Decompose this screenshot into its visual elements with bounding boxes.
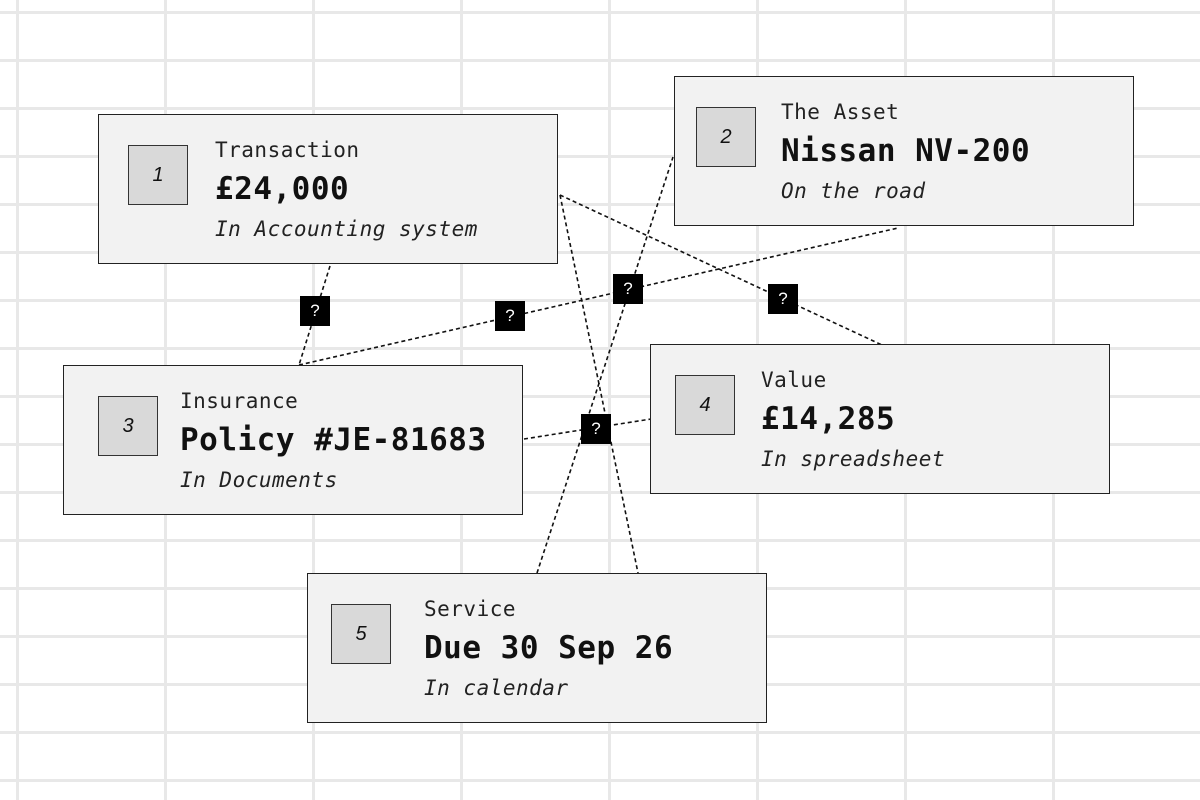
card-asset[interactable]: 2 The Asset Nissan NV-200 On the road — [674, 76, 1134, 226]
card-source: In calendar — [424, 676, 569, 700]
card-value: £14,285 — [761, 401, 896, 437]
card-source: In Documents — [180, 468, 338, 492]
card-label: The Asset — [781, 100, 900, 124]
connector-badge-3-4[interactable]: ? — [581, 414, 611, 444]
card-label: Value — [761, 368, 827, 392]
card-number-badge: 5 — [331, 604, 391, 664]
card-label: Insurance — [180, 389, 299, 413]
card-label: Transaction — [215, 138, 360, 162]
card-source: On the road — [781, 179, 926, 203]
connector-badge-1-3[interactable]: ? — [300, 296, 330, 326]
card-number-badge: 4 — [675, 375, 735, 435]
card-value[interactable]: 4 Value £14,285 In spreadsheet — [650, 344, 1110, 494]
card-number-badge: 1 — [128, 145, 188, 205]
connector-badge-3-2[interactable]: ? — [495, 301, 525, 331]
card-number-badge: 2 — [696, 107, 756, 167]
connector-1-5 — [559, 194, 639, 574]
card-source: In Accounting system — [215, 217, 478, 241]
connector-badge-1-4[interactable]: ? — [768, 284, 798, 314]
card-number-badge: 3 — [98, 396, 158, 456]
card-value: Due 30 Sep 26 — [424, 630, 674, 666]
connector-5-2 — [536, 156, 674, 574]
card-value: £24,000 — [215, 171, 350, 207]
card-label: Service — [424, 597, 517, 621]
card-transaction[interactable]: 1 Transaction £24,000 In Accounting syst… — [98, 114, 558, 264]
card-value: Policy #JE-81683 — [180, 422, 487, 458]
card-insurance[interactable]: 3 Insurance Policy #JE-81683 In Document… — [63, 365, 523, 515]
card-service[interactable]: 5 Service Due 30 Sep 26 In calendar — [307, 573, 767, 723]
card-source: In spreadsheet — [761, 447, 946, 471]
card-value: Nissan NV-200 — [781, 133, 1031, 169]
connector-1-4 — [559, 194, 883, 346]
connector-3-2 — [298, 227, 899, 366]
connector-badge-5-2[interactable]: ? — [613, 274, 643, 304]
